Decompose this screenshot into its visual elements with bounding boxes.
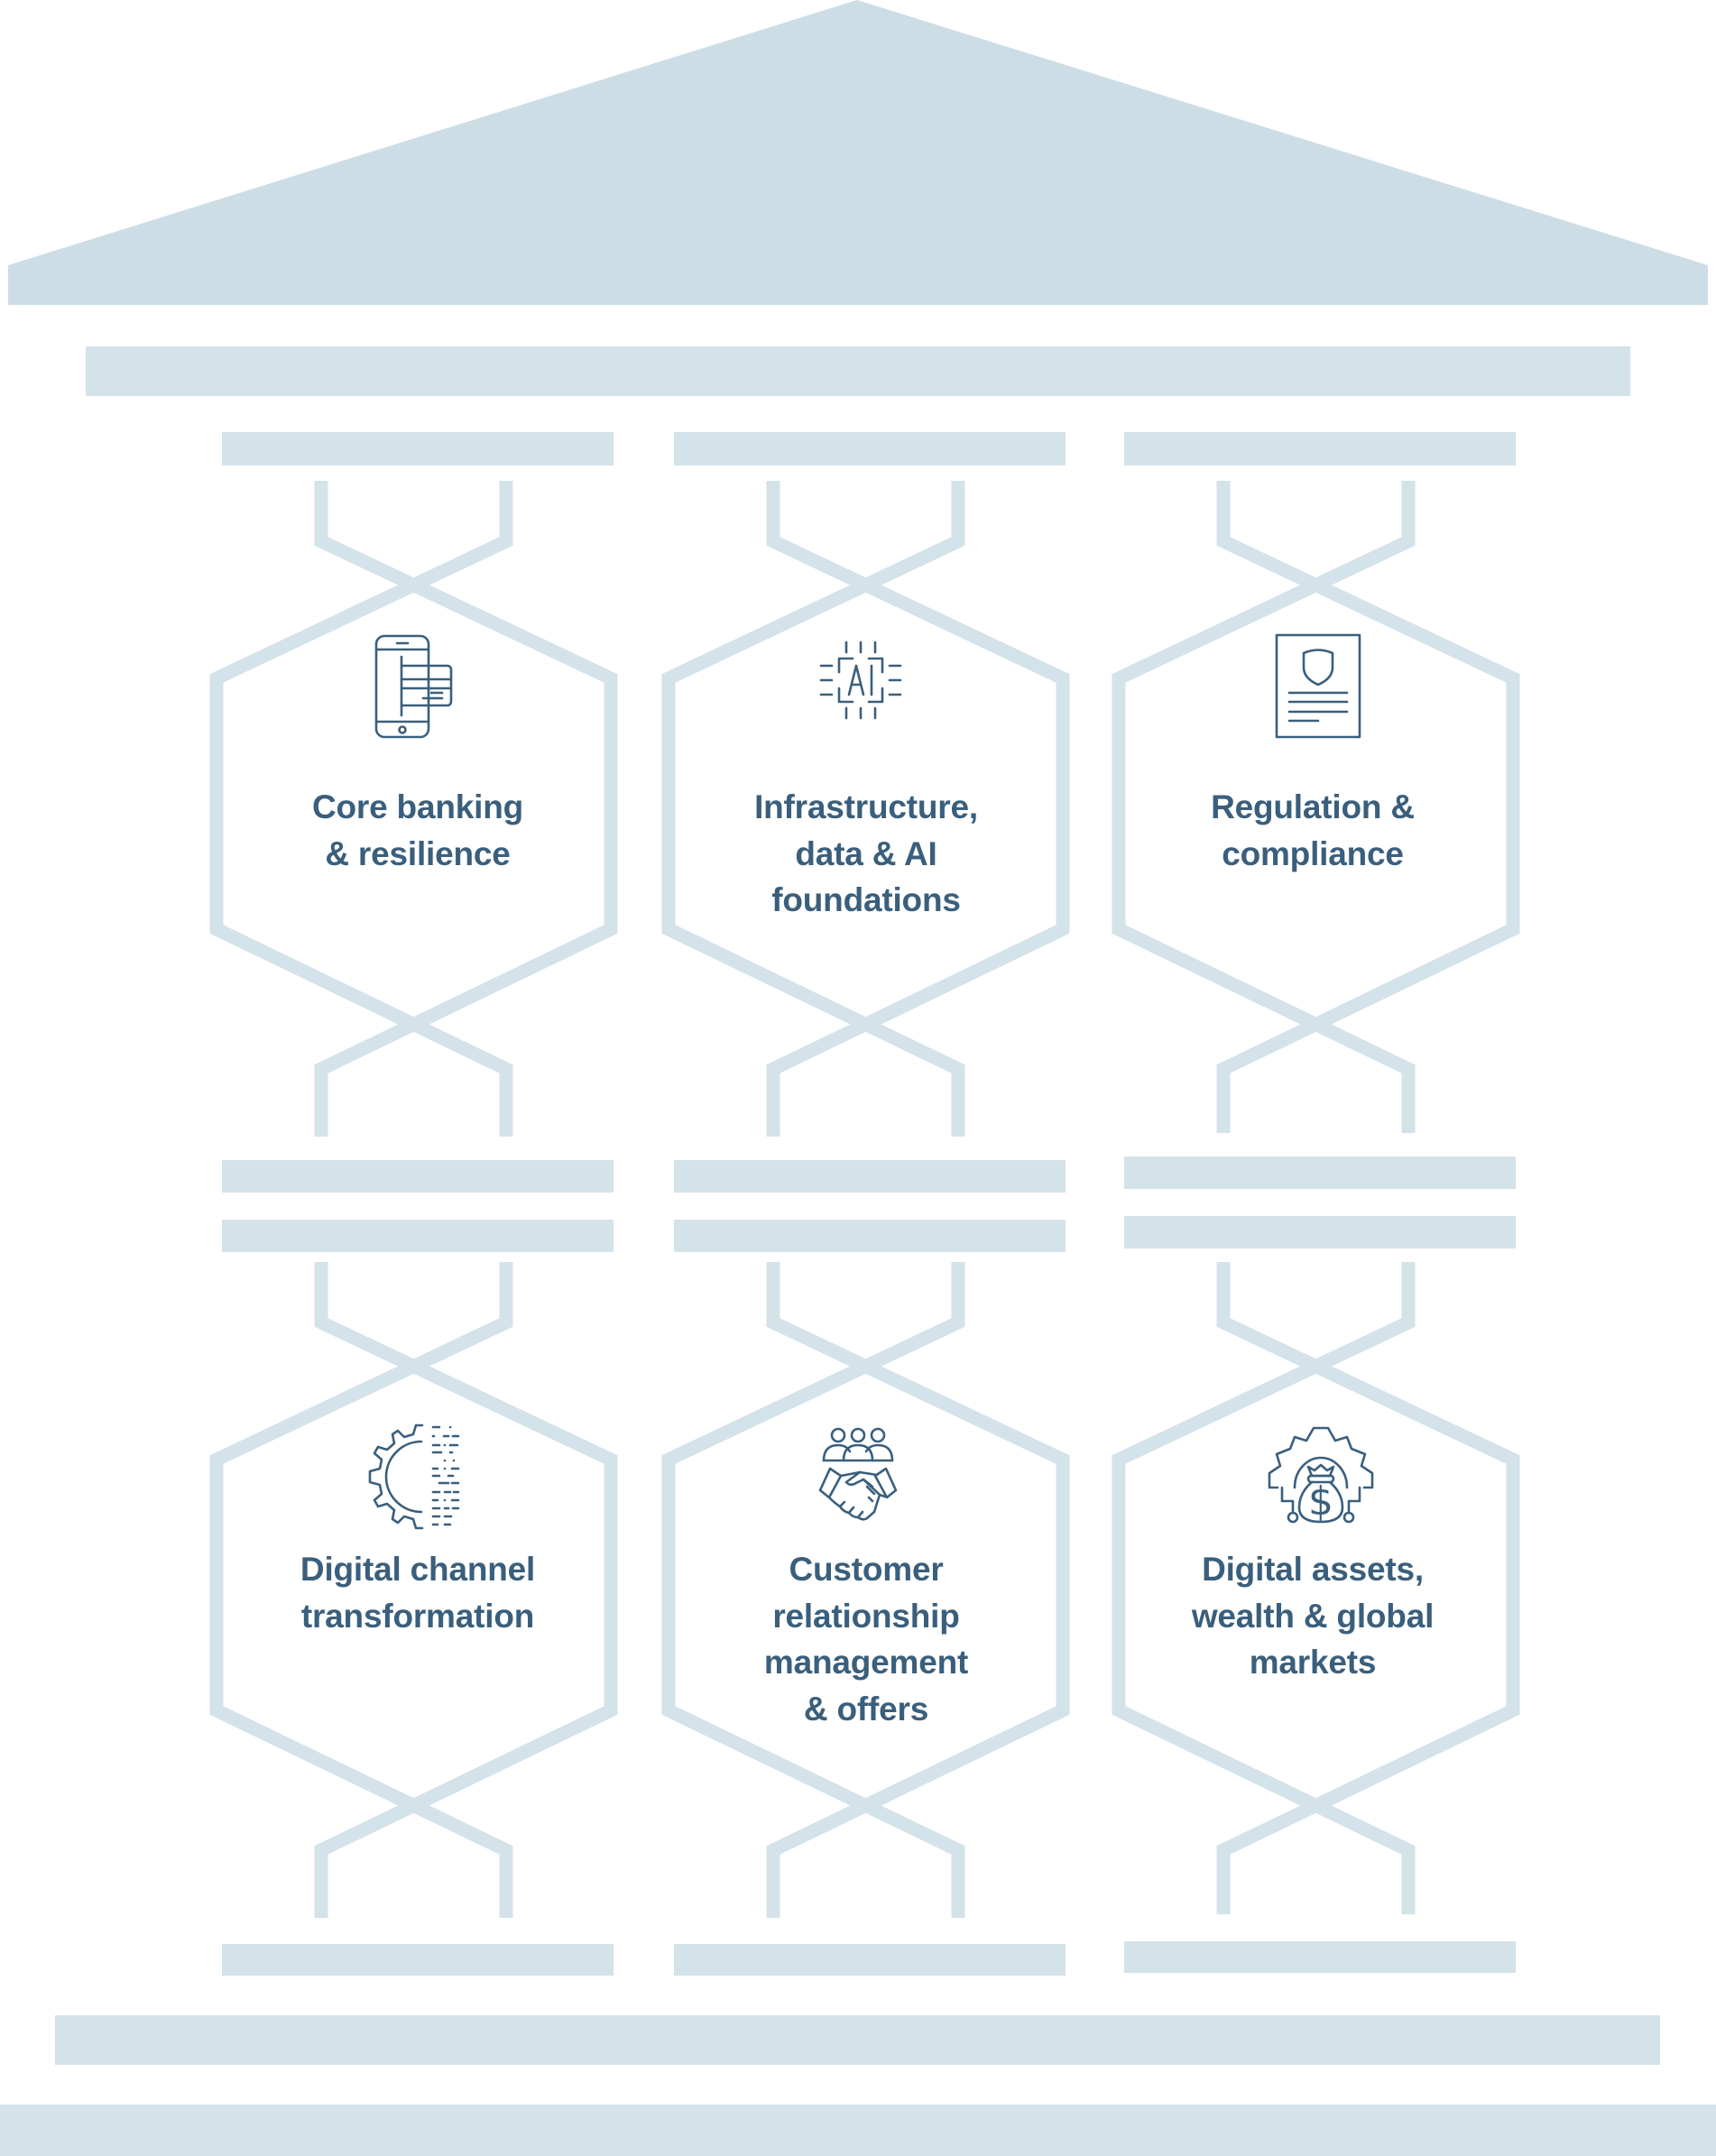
column-base-bar: [222, 1944, 614, 1976]
pillar-label-digital-channel: Digital channel transformation: [237, 1546, 598, 1639]
column-frame-strand: [766, 1262, 1070, 1918]
label-line: Core banking: [311, 788, 524, 825]
label-line: Digital assets,: [1202, 1551, 1424, 1588]
entablature-bar: [86, 346, 1630, 396]
handshake-people-icon: [818, 1427, 898, 1521]
pillar-label-core-banking: Core banking & resilience: [237, 784, 598, 877]
shield-document-icon: [1275, 633, 1361, 739]
gear-money-bag-icon: $: [1268, 1426, 1374, 1525]
pillar-label-customer-relationship: Customer relationship management & offer…: [686, 1546, 1047, 1732]
column-frame-strand: [314, 481, 618, 1137]
roof-pediment: [8, 0, 1708, 305]
label-line: Infrastructure,: [754, 788, 978, 825]
column-frame-strand: [661, 1262, 965, 1918]
column-frame-strand: [209, 1262, 513, 1918]
label-line: Customer: [789, 1551, 944, 1588]
smartphone-card-icon: [374, 634, 453, 739]
label-line: markets: [1249, 1644, 1377, 1681]
stylobate-bar: [55, 2015, 1660, 2065]
column-frame-strand: [1112, 1262, 1416, 1914]
label-line: & resilience: [325, 834, 511, 872]
pillar-icons: $: [368, 633, 1374, 1530]
label-line: Regulation &: [1211, 788, 1415, 825]
column-frame-strand: [1216, 481, 1520, 1133]
column-base-bar: [1124, 1156, 1516, 1189]
gear-digital-icon: [368, 1424, 460, 1530]
column-frame-strand: [661, 481, 965, 1137]
column-capital-bar: [222, 432, 614, 465]
column-base-bar: [1124, 1941, 1516, 1973]
label-line: management: [763, 1644, 969, 1681]
column-frame-strand: [766, 481, 1070, 1137]
pillar-columns: [209, 432, 1520, 1976]
pillar-label-regulation: Regulation & compliance: [1132, 784, 1493, 877]
column-capital-bar: [674, 1220, 1066, 1252]
column-capital-bar: [1124, 432, 1516, 465]
label-line: & offers: [803, 1690, 929, 1728]
label-line: transformation: [300, 1597, 535, 1635]
dollar-sign: $: [1308, 1479, 1333, 1525]
column-frame-strand: [1112, 481, 1416, 1133]
column-base-bar: [222, 1160, 614, 1193]
column-base-bar: [674, 1944, 1066, 1976]
label-line: data & AI: [795, 834, 937, 872]
ai-chip-icon: [819, 640, 902, 720]
label-line: relationship: [772, 1597, 960, 1635]
label-line: wealth & global: [1191, 1597, 1435, 1635]
column-base-bar: [674, 1160, 1066, 1193]
label-line: compliance: [1222, 834, 1404, 872]
pillar-label-infrastructure: Infrastructure, data & AI foundations: [686, 784, 1047, 924]
label-line: foundations: [771, 881, 961, 918]
column-capital-bar: [674, 432, 1066, 465]
pillar-label-digital-assets: Digital assets, wealth & global markets: [1132, 1546, 1493, 1686]
column-capital-bar: [222, 1220, 614, 1252]
label-line: Digital channel: [300, 1551, 536, 1588]
column-frame-strand: [1216, 1262, 1520, 1914]
plinth-bar: [0, 2105, 1716, 2156]
column-frame-strand: [209, 481, 513, 1137]
column-frame-strand: [314, 1262, 618, 1918]
column-capital-bar: [1124, 1216, 1516, 1248]
